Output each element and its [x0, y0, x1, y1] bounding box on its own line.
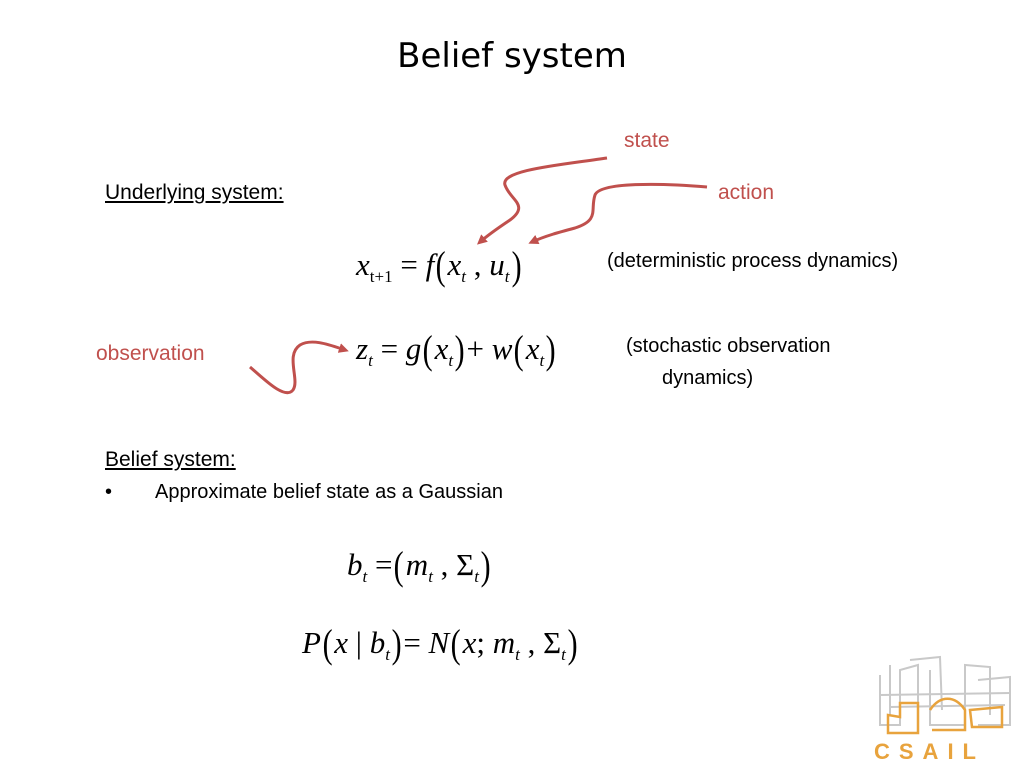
observation-note-line2: dynamics): [662, 367, 754, 389]
bullet-marker: •: [105, 481, 113, 503]
bullet-item: • Approximate belief state as a Gaussian: [105, 481, 503, 504]
underlying-system-heading: Underlying system:: [105, 181, 284, 204]
logo-lettering: CSAIL: [874, 739, 985, 764]
action-arrow: [528, 182, 708, 245]
observation-note-line1: (stochastic observation: [626, 335, 831, 357]
belief-state-equation: bt =(mt , Σt): [347, 543, 491, 588]
observation-label: observation: [96, 342, 205, 365]
belief-system-heading: Belief system:: [105, 448, 236, 471]
state-arrow: [476, 156, 608, 245]
state-label: state: [624, 129, 670, 152]
bullet-text: Approximate belief state as a Gaussian: [155, 481, 503, 503]
csail-logo: CSAIL: [874, 655, 1011, 764]
process-dynamics-note: (deterministic process dynamics): [607, 250, 899, 272]
action-label: action: [718, 181, 775, 204]
process-dynamics-equation: xt+1 = f(xt , ut): [356, 243, 522, 288]
gaussian-belief-equation: P(x | bt)= N(x; mt , Σt): [302, 621, 578, 666]
observation-arrow: [249, 340, 349, 394]
observation-equation: zt = g(xt)+ w(xt): [356, 327, 556, 372]
page-title: Belief system: [397, 36, 627, 76]
